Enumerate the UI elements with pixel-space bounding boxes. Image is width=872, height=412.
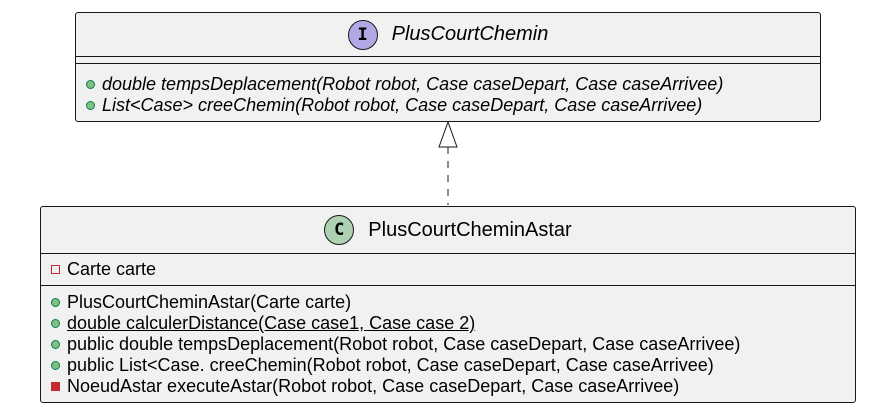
method-row: public double tempsDeplacement(Robot rob… [41,334,855,355]
method-row: double calculerDistance(Case case1, Case… [41,313,855,334]
method-signature: public double tempsDeplacement(Robot rob… [67,334,741,354]
public-visibility-icon [51,298,60,307]
field-signature: Carte carte [67,259,157,279]
method-row: List<Case> creeChemin(Robot robot, Case … [76,95,820,116]
method-signature: NoeudAstar executeAstar(Robot robot, Cas… [67,376,680,396]
method-signature: public List<Case. creeChemin(Robot robot… [67,355,714,375]
class-stereotype-icon: C [324,215,355,245]
method-signature: List<Case> creeChemin(Robot robot, Case … [102,95,703,115]
private-visibility-icon [51,382,60,391]
realization-arrowhead [438,120,458,148]
method-row: PlusCourtCheminAstar(Carte carte) [41,292,855,313]
interface-field-separator [76,56,820,57]
method-row: NoeudAstar executeAstar(Robot robot, Cas… [41,376,855,397]
method-signature: double tempsDeplacement(Robot robot, Cas… [102,74,724,94]
public-visibility-icon [51,361,60,370]
class-name: PlusCourtCheminAstar [368,218,572,241]
class-field-separator [41,253,855,254]
interface-name: PlusCourtChemin [391,23,549,45]
public-visibility-icon [51,340,60,349]
interface-header: I PlusCourtChemin [76,13,820,56]
method-row: public List<Case. creeChemin(Robot robot… [41,355,855,376]
interface-stereotype-icon: I [347,19,378,50]
public-visibility-icon [86,80,95,89]
class-method-separator [41,285,855,286]
interface-method-separator [76,63,820,64]
class-methods: PlusCourtCheminAstar(Carte carte)double … [41,286,855,401]
class-fields: Carte carte [41,254,855,285]
private-visibility-icon [51,265,60,274]
class-header: C PlusCourtCheminAstar [41,207,855,253]
method-signature: PlusCourtCheminAstar(Carte carte) [67,292,352,312]
public-visibility-icon [51,319,60,328]
interface-methods: double tempsDeplacement(Robot robot, Cas… [76,64,820,120]
class-box-pluscourtcheminastar[interactable]: C PlusCourtCheminAstar Carte carte PlusC… [40,206,856,403]
field-row: Carte carte [41,259,855,280]
method-signature: double calculerDistance(Case case1, Case… [67,313,476,333]
public-visibility-icon [86,101,95,110]
interface-box-pluscourtchemin[interactable]: I PlusCourtChemin double tempsDeplacemen… [75,12,821,122]
method-row: double tempsDeplacement(Robot robot, Cas… [76,74,820,95]
